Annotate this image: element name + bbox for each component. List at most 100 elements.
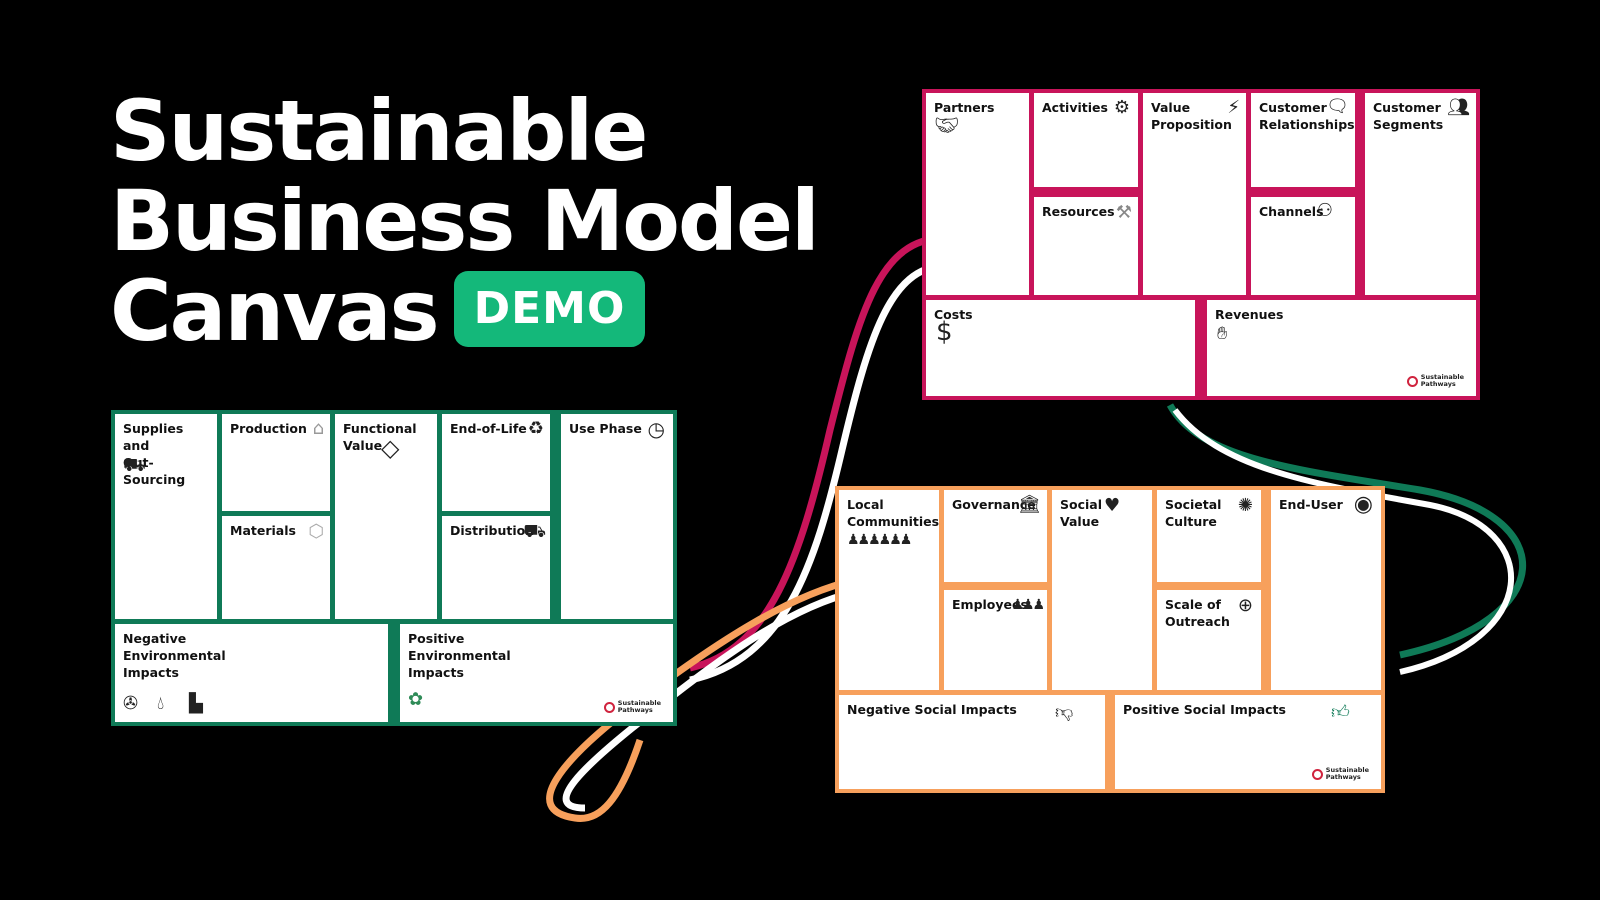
connector-economic-to-environmental [689, 234, 946, 672]
label-scale-of-outreach: Scale of Outreach [1165, 597, 1230, 629]
label-value-proposition: Value Proposition [1151, 100, 1232, 132]
connector-white-economic-environmental [689, 262, 946, 684]
government-icon: 🏛︎ [1018, 494, 1041, 515]
cell-use-phase: Use Phase ◷ [561, 414, 673, 619]
cell-end-of-life: End-of-Life ♻ [442, 414, 550, 511]
cell-customer-segments: Customer Segments 👥︎ [1365, 93, 1476, 295]
cell-local-communities: Local Communities ♟♟♟♟♟♟ [839, 490, 939, 690]
cell-scale-of-outreach: Scale of Outreach ⊕ [1157, 590, 1261, 690]
cell-supplies: Supplies and Out-Sourcing ⛟ [115, 414, 217, 619]
cell-activities: Activities ⚙ [1034, 93, 1138, 187]
cell-partners: Partners 🤝︎ [926, 93, 1029, 295]
label-end-of-life: End-of-Life [450, 421, 527, 436]
title-line-3-text: Canvas [110, 262, 440, 360]
cell-materials: Materials ⬡ [222, 516, 330, 619]
cell-negative-environmental: Negative Environmental Impacts ✇ 💧︎ ▙ [115, 624, 388, 722]
cell-resources: Resources ⚒ [1034, 197, 1138, 295]
crowd-icon: ♟♟♟♟♟♟ [847, 532, 912, 548]
demo-badge: DEMO [453, 271, 646, 348]
social-canvas: Local Communities ♟♟♟♟♟♟ Governance 🏛︎ E… [835, 486, 1385, 793]
label-governance: Governance [952, 497, 1036, 512]
cell-employees: Employees ♟♟♟ [944, 590, 1047, 690]
title-line-1: Sustainable [110, 82, 648, 180]
dollar-icon: $ [936, 317, 953, 347]
cell-societal-culture: Societal Culture ✺ [1157, 490, 1261, 582]
handshake-icon: 🤝︎ [934, 113, 960, 137]
label-revenues: Revenues [1215, 307, 1284, 322]
culture-globe-icon: ✺ [1237, 495, 1253, 516]
label-positive-environmental: Positive Environmental Impacts [408, 631, 511, 680]
value-proposition-icon: ⚡ [1227, 97, 1240, 118]
label-functional-value: Functional Value [343, 421, 417, 453]
label-customer-segments: Customer Segments [1373, 100, 1444, 132]
title-line-2: Business Model [110, 172, 820, 270]
label-resources: Resources [1042, 204, 1115, 219]
label-activities: Activities [1042, 100, 1108, 115]
user-circle-icon: ◉ [1353, 492, 1373, 517]
pollution-icon: ✇ [123, 693, 139, 714]
cell-distribution: Distribution ⛟ [442, 516, 550, 619]
cell-value-proposition: Value Proposition ⚡ [1143, 93, 1246, 295]
label-partners: Partners [934, 100, 995, 115]
cell-revenues: Revenues ✋︎ Sustainable Pathways [1207, 300, 1476, 396]
label-positive-social: Positive Social Impacts [1123, 702, 1286, 717]
label-local-communities: Local Communities [847, 497, 939, 529]
cell-positive-social: Positive Social Impacts 👍︎ Sustainable P… [1115, 695, 1381, 789]
sustainable-pathways-logo: Sustainable Pathways [1406, 374, 1464, 388]
label-end-user: End-User [1279, 497, 1343, 512]
globe-plant-icon: ✿ [408, 689, 424, 710]
cell-positive-environmental: Positive Environmental Impacts ✿ Sustain… [400, 624, 673, 722]
label-distribution: Distribution [450, 523, 535, 538]
factory-icon: ⌂ [312, 418, 324, 439]
cell-production: Production ⌂ [222, 414, 330, 511]
label-employees: Employees [952, 597, 1028, 612]
cell-channels: Channels ⚇ [1251, 197, 1355, 295]
delivery-icon: ⛟ [523, 521, 546, 542]
label-negative-environmental: Negative Environmental Impacts [123, 631, 226, 680]
cell-customer-relationships: Customer Relationships 🗨︎ [1251, 93, 1355, 187]
thumbs-up-icon: 👍︎ [1331, 702, 1350, 723]
environmental-canvas: Supplies and Out-Sourcing ⛟ Production ⌂… [111, 410, 677, 726]
chat-bubble-icon: 🗨︎ [1326, 96, 1349, 117]
cell-costs: Costs $ [926, 300, 1195, 396]
materials-icon: ⬡ [308, 521, 324, 542]
cell-functional-value: Functional Value ◇ [335, 414, 437, 619]
label-customer-relationships: Customer Relationships [1259, 100, 1355, 132]
label-costs: Costs [934, 307, 973, 322]
label-negative-social: Negative Social Impacts [847, 702, 1017, 717]
label-supplies: Supplies and Out-Sourcing [123, 421, 186, 487]
hand-coin-icon: ✋︎ [1217, 323, 1228, 344]
people-group-icon: 👥︎ [1447, 97, 1470, 118]
cell-governance: Governance 🏛︎ [944, 490, 1047, 582]
recycle-bin-icon: ♻ [527, 418, 544, 439]
label-production: Production [230, 421, 307, 436]
label-channels: Channels [1259, 204, 1324, 219]
connector-white-economic-social [1172, 408, 1514, 675]
network-globe-icon: ⊕ [1237, 595, 1253, 616]
smokestack-icon: ▙ [189, 693, 203, 714]
history-clock-icon: ◷ [647, 417, 665, 441]
employees-icon: ♟♟♟ [1011, 597, 1045, 613]
cell-social-value: Social Value ♥ [1052, 490, 1152, 690]
label-materials: Materials [230, 523, 296, 538]
heart-people-icon: ♥ [1104, 495, 1121, 516]
cell-end-user: End-User ◉ [1271, 490, 1381, 690]
gears-icon: ⚙ [1113, 97, 1130, 118]
label-societal-culture: Societal Culture [1165, 497, 1222, 529]
resources-icon: ⚒ [1115, 202, 1132, 223]
connector-social-to-environmental [546, 576, 856, 822]
sustainable-pathways-logo: Sustainable Pathways [603, 700, 661, 714]
sustainable-pathways-logo: Sustainable Pathways [1311, 767, 1369, 781]
water-drop-icon: 💧︎ [157, 693, 165, 714]
channels-icon: ⚇ [1316, 200, 1333, 221]
label-use-phase: Use Phase [569, 421, 642, 436]
thumbs-down-icon: 👎︎ [1055, 702, 1074, 723]
cell-negative-social: Negative Social Impacts 👎︎ [839, 695, 1105, 789]
diamond-icon: ◇ [381, 434, 400, 462]
label-social-value: Social Value [1060, 497, 1103, 529]
economic-canvas: Partners 🤝︎ Activities ⚙ Resources ⚒ Val… [922, 89, 1480, 400]
supplies-icon: ⛟ [123, 455, 146, 476]
